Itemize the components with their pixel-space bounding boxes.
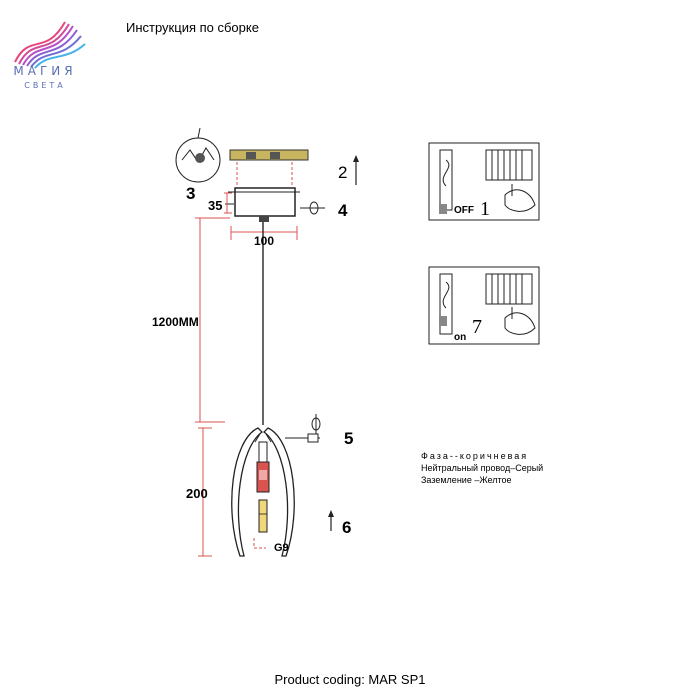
step-2-arrow [353, 155, 359, 185]
ceiling-plate [229, 149, 309, 161]
dimension-100-lines [230, 226, 298, 240]
step-5: 5 [344, 429, 353, 448]
wire-ground: Заземление –Желтое [421, 475, 512, 485]
step-7: 7 [472, 316, 482, 338]
dim-label-1200: 1200MM [152, 315, 199, 329]
step-6: 6 [342, 518, 351, 537]
step-4: 4 [338, 201, 348, 220]
wiring-legend: Фаза--коричневая Нейтральный провод–Серы… [421, 450, 543, 486]
document-title: Инструкция по сборке [126, 20, 259, 35]
wire-phase: Фаза--коричневая [421, 451, 529, 461]
dimension-1200-lines [195, 217, 230, 423]
brand-name: МАГИЯ [13, 64, 77, 78]
step-1: 1 [480, 198, 490, 220]
dimension-35-lines [224, 192, 232, 214]
switch-panel-off [428, 142, 540, 221]
wire-neutral: Нейтральный провод–Серый [421, 463, 544, 473]
switch-on-label: on [454, 332, 466, 343]
dim-label-200: 200 [186, 486, 208, 501]
step-3: 3 [186, 184, 195, 203]
step-6-arrow [328, 510, 334, 531]
bulb-type-label: G9 [274, 542, 289, 554]
shade-blades [231, 427, 295, 557]
dimension-200-lines [198, 427, 212, 557]
switch-off-label: OFF [454, 205, 474, 216]
step-2: 2 [338, 163, 347, 182]
detail-circle [175, 127, 221, 183]
dim-label-100: 100 [254, 234, 274, 248]
mounting-guide-lines [236, 162, 293, 185]
product-coding: Product coding: MAR SP1 [274, 672, 426, 687]
brand-wave-icon [14, 21, 86, 69]
canopy [228, 187, 300, 222]
brand-logo [5, 12, 90, 97]
brand-subtitle: СВЕТА [24, 81, 66, 90]
step-5-screw [285, 414, 321, 443]
switch-panel-on [428, 266, 540, 345]
g9-bulb [258, 499, 268, 533]
lamp-socket [256, 441, 270, 493]
bulb-pointer [253, 538, 266, 549]
dim-label-35: 35 [208, 198, 222, 213]
